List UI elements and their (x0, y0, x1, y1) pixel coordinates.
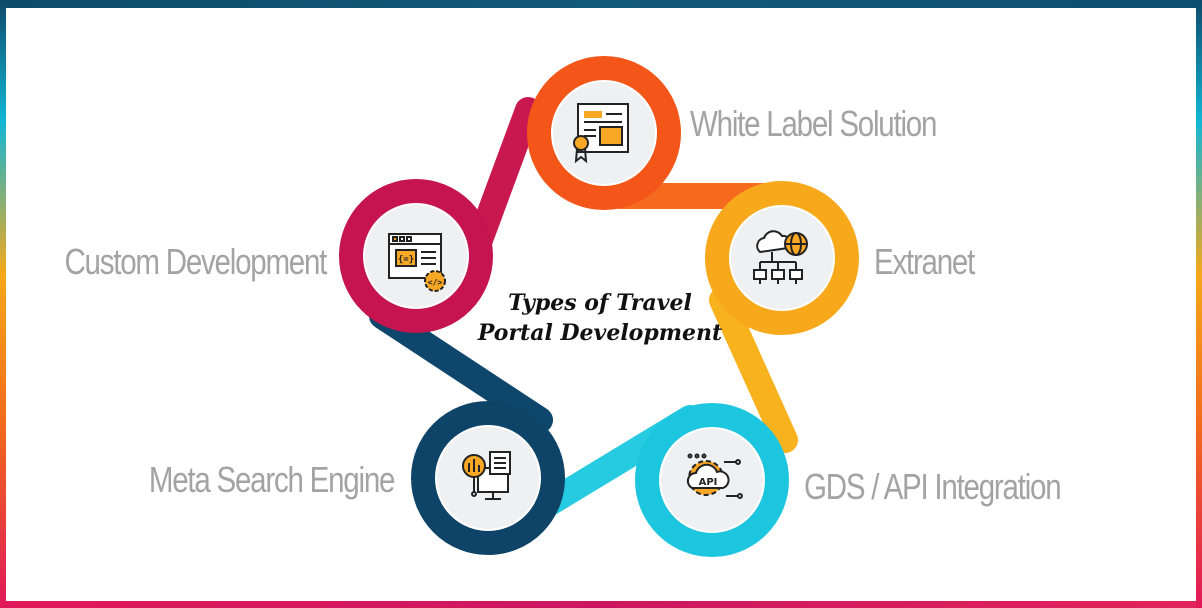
right-border (1196, 0, 1202, 608)
label-extranet: Extranet (874, 241, 975, 282)
label-meta-search-engine: Meta Search Engine (148, 459, 396, 500)
title-line-2: Portal Development (477, 320, 723, 346)
node-extranet (705, 181, 859, 335)
label-custom-development: Custom Development (64, 241, 327, 282)
node-meta-search-engine (411, 401, 565, 555)
node-custom-development: {=} </> (339, 179, 493, 333)
node-white-label-solution (527, 56, 681, 210)
connector-meta-to-custom (369, 303, 553, 433)
connector-extranet-to-gds (709, 287, 798, 453)
svg-text:{=}: {=} (398, 255, 414, 265)
svg-text:API: API (699, 477, 718, 488)
code-window-icon: {=} </> (388, 233, 446, 292)
cloud-network-globe-icon (753, 230, 808, 284)
label-gds-api-integration: GDS / API Integration (804, 466, 1062, 507)
search-analytics-icon (462, 451, 511, 500)
bottom-border (0, 601, 1202, 608)
label-white-label-solution: White Label Solution (690, 103, 937, 144)
svg-text:</>: </> (428, 278, 443, 287)
api-cloud-gear-icon: API (686, 453, 743, 499)
certificate-document-icon (573, 103, 629, 164)
title-line-1: Types of Travel (508, 290, 692, 316)
diagram-title: Types of Travel Portal Development (470, 288, 730, 348)
left-border (0, 0, 6, 608)
node-gds-api-integration: API (635, 403, 789, 557)
top-border (0, 0, 1202, 8)
